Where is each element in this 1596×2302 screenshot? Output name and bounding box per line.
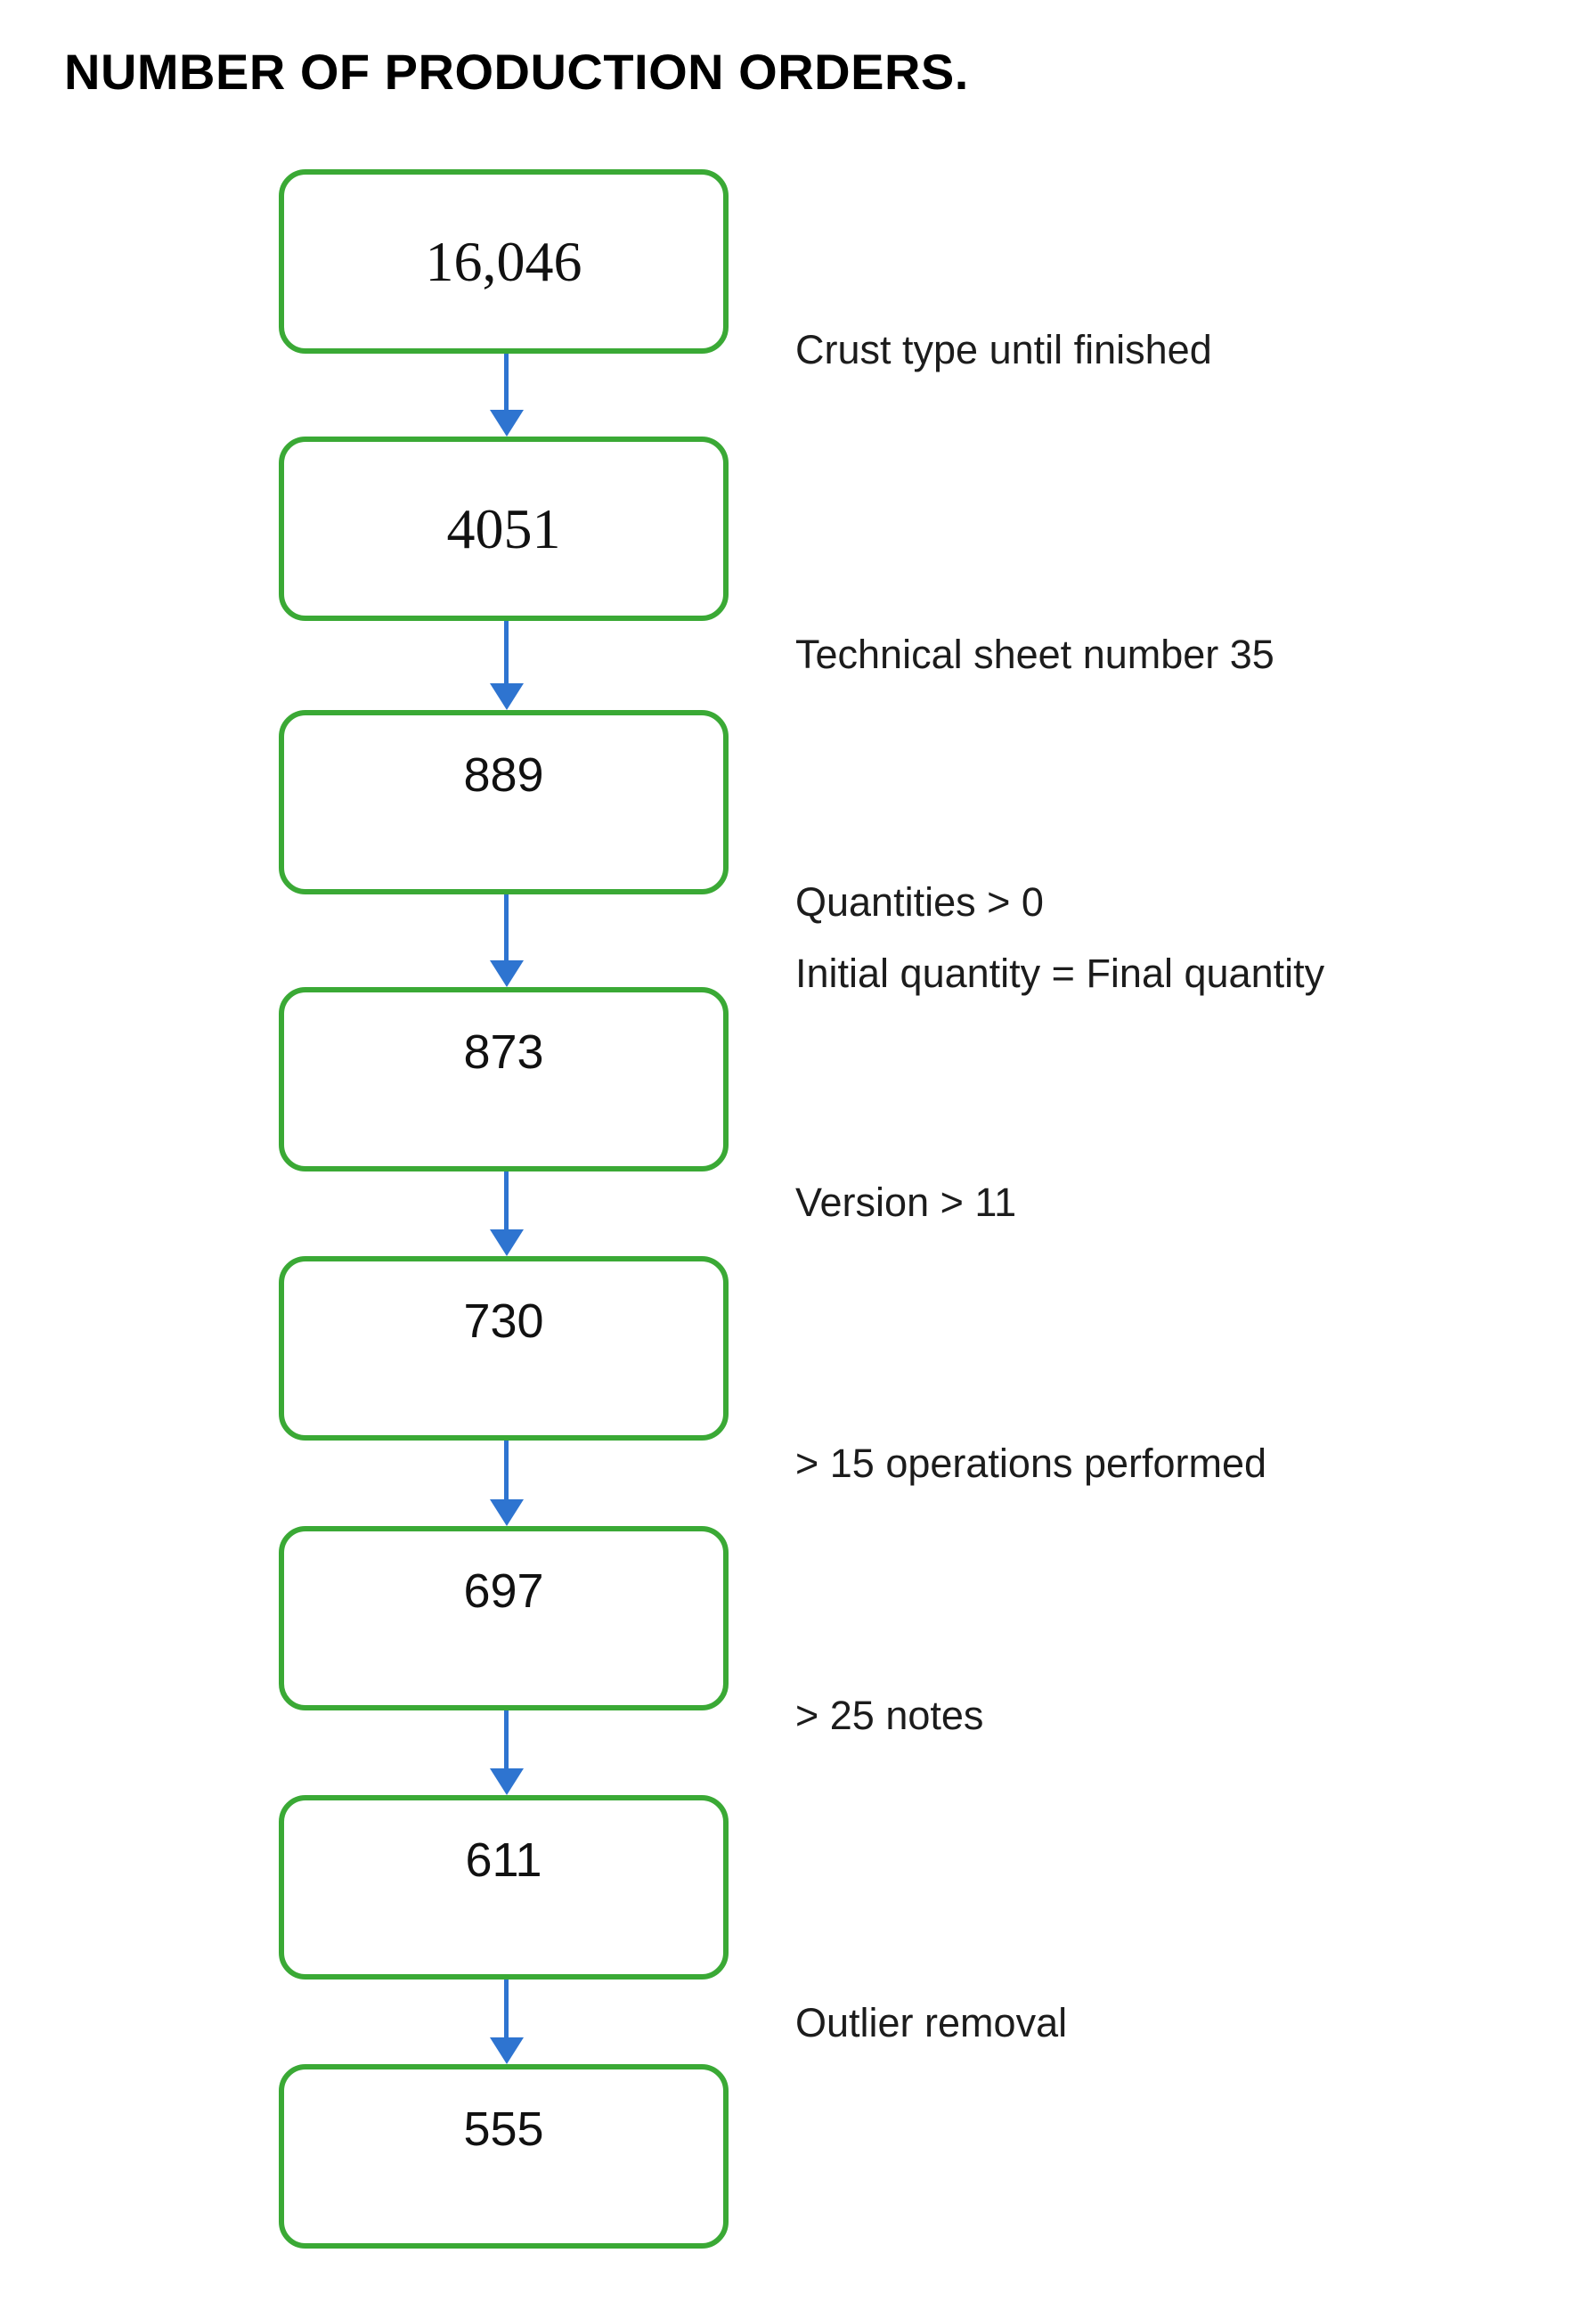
transition-label: > 15 operations performed (795, 1440, 1266, 1488)
transition-label: Technical sheet number 35 (795, 631, 1274, 679)
box-value: 4051 (446, 496, 561, 560)
transition-label-line: Initial quantity = Final quantity (795, 951, 1325, 996)
arrow-shaft (504, 621, 509, 685)
box-value: 555 (463, 2102, 544, 2156)
down-arrow-icon (489, 1980, 525, 2064)
transition-label-line: Version > 11 (795, 1180, 1017, 1225)
arrow-shaft (504, 1980, 509, 2039)
arrow-shaft (504, 1710, 509, 1770)
transition-label-line: > 15 operations performed (795, 1441, 1267, 1486)
transition-label: Outlier removal (795, 1999, 1067, 2047)
arrow-head (490, 960, 524, 987)
transition-label: Crust type until finished (795, 326, 1212, 374)
down-arrow-icon (489, 1710, 525, 1795)
box-value: 16,046 (425, 229, 582, 293)
box-value: 697 (463, 1564, 544, 1618)
flow-box-5: 730 (279, 1256, 729, 1441)
down-arrow-icon (489, 1441, 525, 1526)
arrow-shaft (504, 1441, 509, 1501)
arrow-head (490, 683, 524, 710)
down-arrow-icon (489, 1171, 525, 1256)
flow-box-2: 4051 (279, 437, 729, 621)
box-value: 873 (463, 1025, 544, 1079)
transition-label-line: > 25 notes (795, 1693, 984, 1738)
down-arrow-icon (489, 621, 525, 710)
transition-label-line: Outlier removal (795, 2000, 1068, 2045)
transition-label: Version > 11 (795, 1179, 1016, 1227)
arrow-shaft (504, 354, 509, 412)
arrow-head (490, 2037, 524, 2064)
arrow-head (490, 1768, 524, 1795)
transition-label-line: Crust type until finished (795, 327, 1212, 372)
transition-label: Quantities > 0 Initial quantity = Final … (795, 878, 1324, 998)
flow-box-6: 697 (279, 1526, 729, 1710)
down-arrow-icon (489, 894, 525, 987)
down-arrow-icon (489, 354, 525, 437)
flow-box-7: 611 (279, 1795, 729, 1980)
arrow-shaft (504, 894, 509, 962)
transition-label-line: Technical sheet number 35 (795, 632, 1274, 677)
arrow-shaft (504, 1171, 509, 1231)
arrow-head (490, 410, 524, 437)
arrow-head (490, 1229, 524, 1256)
flow-box-1: 16,046 (279, 169, 729, 354)
arrow-head (490, 1499, 524, 1526)
box-value: 611 (465, 1833, 542, 1887)
transition-label-line: Quantities > 0 (795, 879, 1044, 925)
page-title: NUMBER OF PRODUCTION ORDERS. (64, 44, 969, 100)
flow-box-4: 873 (279, 987, 729, 1171)
flow-box-8: 555 (279, 2064, 729, 2249)
transition-label: > 25 notes (795, 1692, 983, 1740)
box-value: 889 (463, 748, 544, 802)
flow-box-3: 889 (279, 710, 729, 894)
box-value: 730 (463, 1294, 544, 1348)
